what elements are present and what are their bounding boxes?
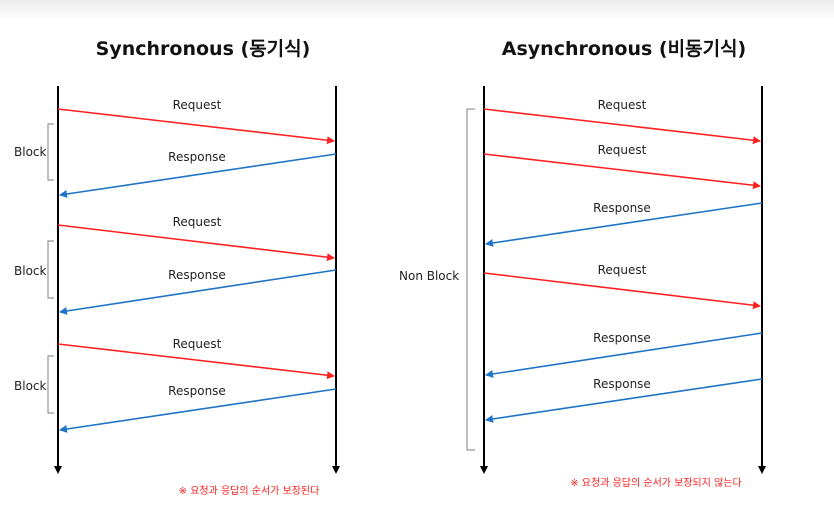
async-title: Asynchronous (비동기식)	[501, 38, 747, 60]
sync-request-label: Request	[173, 215, 222, 229]
top-bar	[0, 0, 834, 22]
async-note: ※ 요청과 응답의 순서가 보장되지 않는다	[570, 477, 741, 489]
async-request-label: Request	[598, 263, 647, 277]
sync-request-arrow	[57, 108, 335, 145]
async-diagram: Non Block Request Request Response Reque…	[399, 86, 766, 489]
sync-block-label: Block	[14, 264, 47, 278]
sync-request-arrow	[57, 224, 335, 262]
sync-block-label: Block	[14, 145, 47, 159]
async-request-label: Request	[598, 98, 647, 112]
async-response-arrow	[485, 378, 763, 423]
async-response-label: Response	[593, 201, 651, 215]
async-response-arrow	[485, 332, 763, 378]
sync-block-bracket	[47, 355, 54, 414]
async-response-label: Response	[593, 331, 651, 345]
sync-diagram: Block Block Block Request Response Reque…	[14, 86, 340, 497]
async-request-label: Request	[598, 143, 647, 157]
sync-block-bracket	[47, 240, 54, 299]
async-response-label: Response	[593, 377, 651, 391]
async-non-block-bracket	[466, 108, 475, 451]
sync-request-arrow	[57, 343, 335, 380]
sync-request-label: Request	[173, 337, 222, 351]
sync-response-arrow	[59, 388, 337, 433]
async-response-arrow	[485, 202, 763, 247]
sync-request-label: Request	[173, 98, 222, 112]
sync-block-bracket	[47, 123, 54, 181]
sync-title: Synchronous (동기식)	[95, 38, 311, 60]
sync-response-label: Response	[168, 268, 226, 282]
sync-response-label: Response	[168, 384, 226, 398]
sync-response-arrow	[59, 153, 337, 198]
sync-response-arrow	[59, 269, 337, 315]
async-request-arrow	[483, 108, 761, 145]
sync-note: ※ 요청과 응답의 순서가 보장된다	[179, 485, 320, 497]
sync-block-label: Block	[14, 379, 47, 393]
async-request-arrow	[483, 153, 761, 190]
async-request-arrow	[483, 272, 761, 310]
async-non-block-label: Non Block	[399, 269, 459, 283]
sync-response-label: Response	[168, 150, 226, 164]
